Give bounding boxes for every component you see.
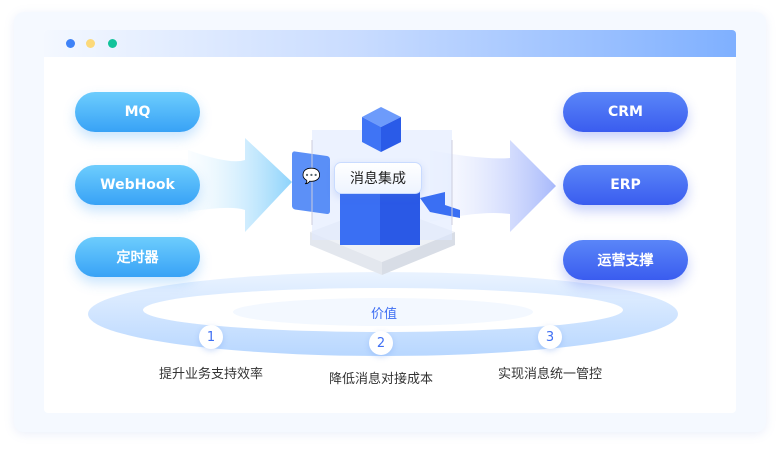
target-erp: ERP	[563, 165, 688, 205]
window-dot-green	[108, 39, 117, 48]
source-webhook: WebHook	[75, 165, 200, 205]
source-timer: 定时器	[75, 237, 200, 277]
window-dot-yellow	[86, 39, 95, 48]
value-number-3: 3	[538, 325, 562, 349]
center-label: 消息集成	[334, 162, 422, 194]
value-title: 价值	[370, 307, 397, 322]
right-arrow-icon	[430, 140, 556, 232]
value-number-2: 2	[369, 331, 393, 355]
diagram-graphics	[88, 107, 678, 356]
source-mq: MQ	[75, 92, 200, 132]
title-bar	[44, 30, 736, 57]
window: 💬 消息集成 MQ WebHook 定时器 CRM ERP 运营支撑 价值 1 …	[44, 30, 736, 413]
target-crm: CRM	[563, 92, 688, 132]
left-arrow-icon	[188, 138, 292, 232]
value-text-2: 降低消息对接成本	[328, 372, 433, 387]
chat-icon: 💬	[302, 167, 321, 185]
value-text-3: 实现消息统一管控	[497, 367, 602, 382]
target-ops-support: 运营支撑	[563, 240, 688, 280]
value-text-1: 提升业务支持效率	[158, 367, 263, 382]
value-number-1: 1	[199, 325, 223, 349]
window-dot-blue	[66, 39, 75, 48]
